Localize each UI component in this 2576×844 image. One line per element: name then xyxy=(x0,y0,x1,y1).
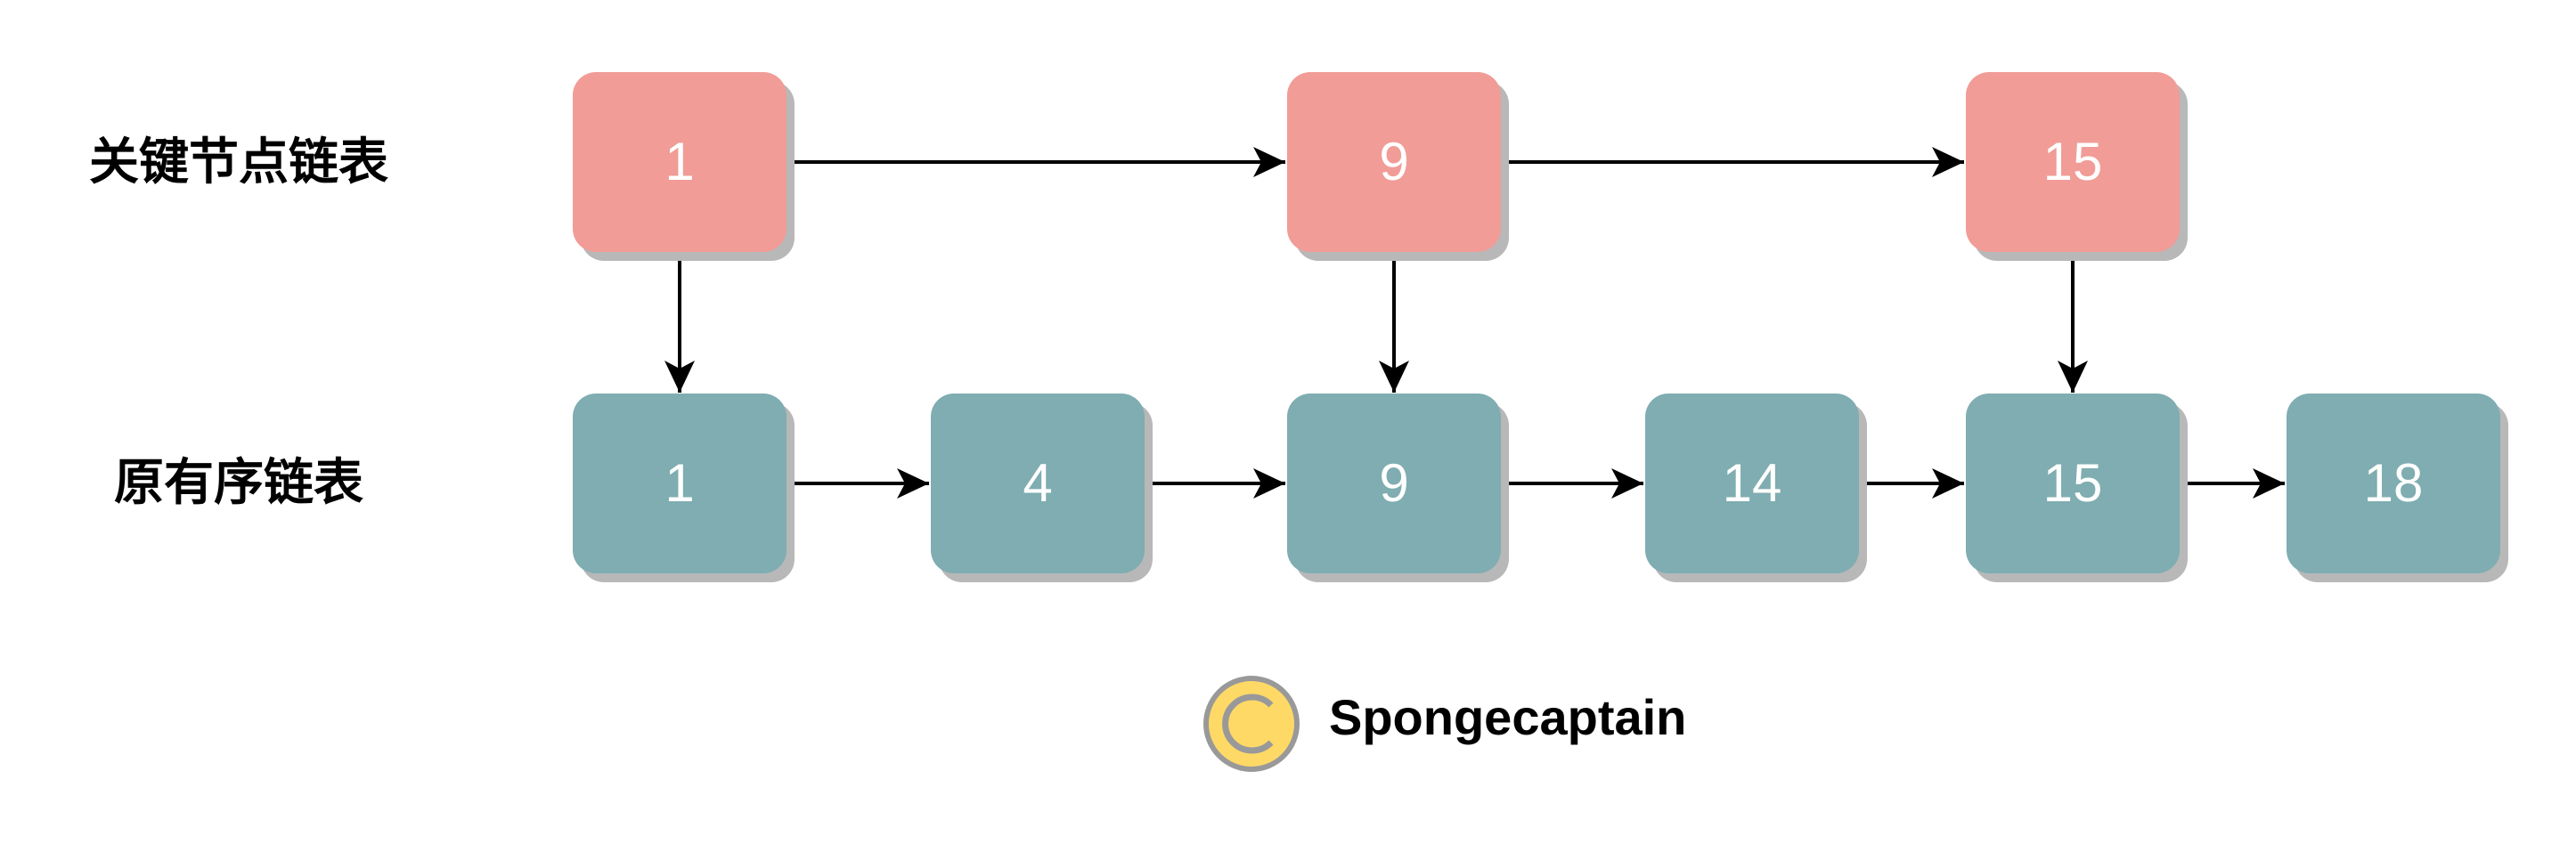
original-node: 15 xyxy=(1966,394,2180,573)
original-node: 1 xyxy=(573,394,787,573)
key-node: 9 xyxy=(1287,72,1501,252)
original-node: 18 xyxy=(2287,394,2500,573)
original-node: 4 xyxy=(931,394,1145,573)
key-node: 1 xyxy=(573,72,787,252)
key-list-label: 关键节点链表 xyxy=(89,134,388,191)
original-node: 9 xyxy=(1287,394,1501,573)
original-list-label: 原有序链表 xyxy=(114,454,363,512)
copyright-icon xyxy=(1203,676,1300,772)
key-node: 15 xyxy=(1966,72,2180,252)
original-node: 14 xyxy=(1645,394,1859,573)
watermark-text: Spongecaptain xyxy=(1329,689,1687,745)
